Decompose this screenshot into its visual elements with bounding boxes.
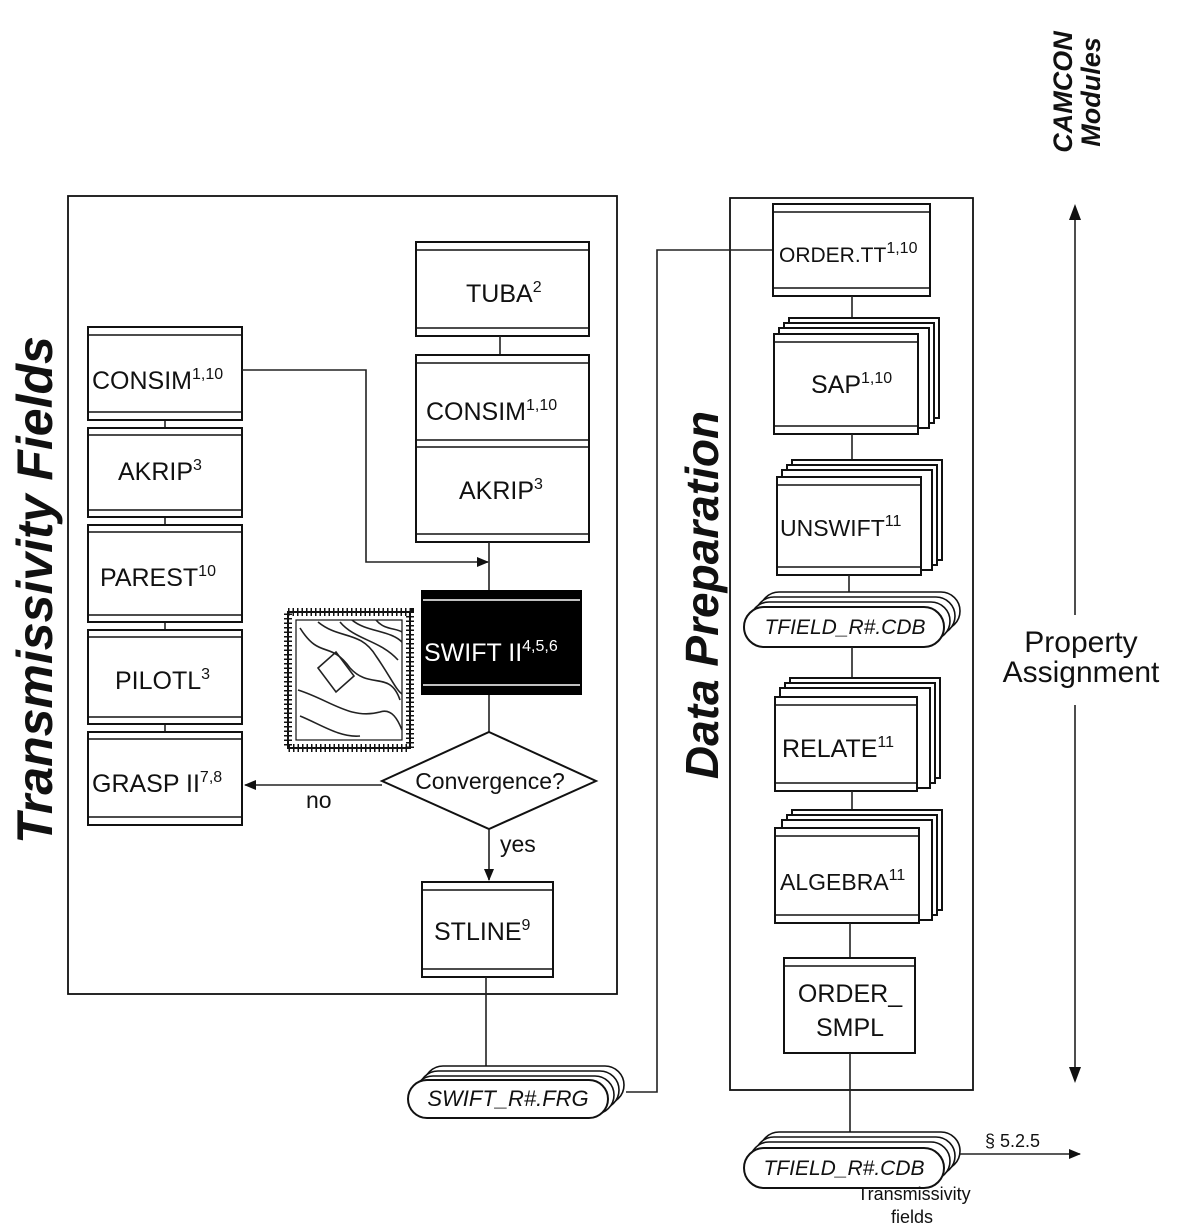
stline-sup: 9: [522, 917, 531, 934]
swift-ii-label: SWIFT II: [424, 639, 522, 667]
algebra-label: ALGEBRA: [780, 869, 889, 895]
unswift-label: UNSWIFT: [780, 515, 885, 541]
svg-text:PAREST10: PAREST10: [100, 563, 216, 592]
property-assignment-label-1: Property: [1024, 626, 1137, 659]
grasp-box: GRASP II7,8: [87, 731, 243, 826]
swift-ii-box: SWIFT II4,5,6: [421, 590, 582, 695]
stline-box: STLINE9: [421, 881, 554, 978]
svg-text:CONSIM1,10: CONSIM1,10: [426, 397, 557, 426]
parest-sup: 10: [198, 563, 216, 580]
tuba-sup: 2: [533, 279, 542, 296]
yes-label: yes: [500, 831, 536, 857]
tfield-output-label: TFIELD_R#.CDB: [763, 1157, 924, 1180]
tfield-inner-label: TFIELD_R#.CDB: [764, 616, 925, 639]
consim-left-label: CONSIM: [92, 367, 192, 395]
tuba-label: TUBA: [466, 280, 533, 308]
svg-text:SAP1,10: SAP1,10: [811, 370, 892, 399]
svg-text:ALGEBRA11: ALGEBRA11: [780, 867, 905, 895]
section-title-camcon: CAMCON: [1048, 31, 1078, 153]
pilotl-sup: 3: [201, 666, 210, 683]
section-ref-label: § 5.2.5: [985, 1131, 1040, 1151]
svg-text:SWIFT II4,5,6: SWIFT II4,5,6: [424, 638, 558, 667]
convergence-label: Convergence?: [415, 768, 565, 794]
stline-label: STLINE: [434, 918, 522, 946]
swift-frg-file: SWIFT_R#.FRG: [407, 1065, 625, 1119]
svg-text:STLINE9: STLINE9: [434, 917, 531, 946]
unswift-sup: 11: [885, 513, 902, 530]
output-caption-2: fields: [891, 1207, 933, 1227]
order-smpl-label-1: ORDER_: [798, 980, 903, 1008]
unswift-box: UNSWIFT11: [776, 459, 943, 576]
tuba-box: TUBA2: [415, 241, 590, 337]
relate-box: RELATE11: [774, 677, 941, 792]
parest-box: PAREST10: [87, 524, 243, 623]
order-tt-label: ORDER.TT: [779, 244, 887, 267]
akrip-center-label: AKRIP: [459, 477, 534, 505]
output-caption-1: Transmissivity: [857, 1184, 970, 1204]
consim-left-sup: 1,10: [192, 366, 223, 383]
consim-akrip-box: CONSIM1,10 AKRIP3: [415, 354, 590, 543]
svg-text:ORDER.TT1,10: ORDER.TT1,10: [779, 240, 918, 267]
grasp-label: GRASP II: [92, 770, 200, 798]
frg-to-order-tt-connector: [626, 249, 773, 1093]
convergence-decision: Convergence?: [379, 730, 599, 831]
svg-text:AKRIP3: AKRIP3: [459, 476, 543, 505]
contour-map-thumbnail: [284, 608, 414, 752]
property-assignment-arrow: [1069, 204, 1081, 1083]
svg-text:PILOTL3: PILOTL3: [115, 666, 210, 695]
consim-left-box: CONSIM1,10: [87, 326, 243, 421]
relate-sup: 11: [877, 734, 894, 751]
algebra-box: ALGEBRA11: [774, 809, 943, 924]
property-assignment-label-2: Assignment: [1003, 656, 1160, 689]
akrip-left-label: AKRIP: [118, 458, 193, 486]
transmissivity-fields-frame: [67, 195, 618, 995]
no-label: no: [306, 787, 332, 813]
order-smpl-box: ORDER_ SMPL: [783, 957, 916, 1054]
svg-text:GRASP II7,8: GRASP II7,8: [92, 769, 222, 798]
svg-text:AKRIP3: AKRIP3: [118, 457, 202, 486]
akrip-center-sup: 3: [534, 476, 543, 493]
order-tt-box: ORDER.TT1,10: [772, 203, 931, 297]
swift-frg-label: SWIFT_R#.FRG: [427, 1086, 588, 1111]
consim-center-sup: 1,10: [526, 397, 557, 414]
data-preparation-frame: [729, 197, 974, 1091]
section-title-modules: Modules: [1076, 37, 1106, 147]
sap-label: SAP: [811, 371, 861, 399]
pilotl-box: PILOTL3: [87, 629, 243, 725]
order-smpl-label-2: SMPL: [816, 1014, 884, 1042]
akrip-left-sup: 3: [193, 457, 202, 474]
tfield-inner-file: TFIELD_R#.CDB: [743, 591, 961, 648]
swift-ii-sup: 4,5,6: [522, 638, 558, 655]
akrip-left-box: AKRIP3: [87, 427, 243, 518]
svg-text:UNSWIFT11: UNSWIFT11: [780, 513, 901, 541]
svg-text:RELATE11: RELATE11: [782, 734, 894, 763]
consim-center-label: CONSIM: [426, 398, 526, 426]
pilotl-label: PILOTL: [115, 667, 201, 695]
section-title-transmissivity-fields: Transmissivity Fields: [7, 336, 63, 844]
sap-box: SAP1,10: [773, 317, 940, 435]
order-tt-sup: 1,10: [886, 240, 917, 257]
sap-sup: 1,10: [861, 370, 892, 387]
parest-label: PAREST: [100, 564, 198, 592]
svg-text:CONSIM1,10: CONSIM1,10: [92, 366, 223, 395]
section-title-data-preparation: Data Preparation: [676, 411, 728, 779]
algebra-sup: 11: [889, 867, 906, 884]
relate-label: RELATE: [782, 735, 877, 763]
svg-text:TUBA2: TUBA2: [466, 279, 542, 308]
tfield-output-file: TFIELD_R#.CDB: [743, 1131, 961, 1189]
grasp-sup: 7,8: [200, 769, 222, 786]
consim-to-swift-arrow: [242, 369, 489, 567]
